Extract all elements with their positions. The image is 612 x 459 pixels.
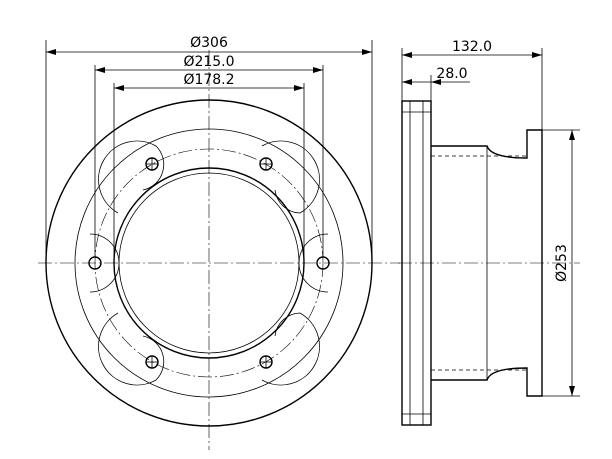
bolt-circle [94,148,324,378]
dim-center-bore: Ø178.2 [113,72,305,263]
hat-profile [431,129,543,397]
dim-bolt-circle: Ø215.0 [94,54,324,257]
friction-ring-section [401,100,432,426]
outer-diameter-label: Ø306 [190,35,228,51]
side-view: 132.0 28.0 Ø253 [398,39,580,426]
bolt-boss [98,140,165,214]
bolt-boss [261,140,320,214]
dim-hat-diameter: Ø253 [542,129,580,397]
bolt-bosses [89,140,329,386]
overall-height-label: 132.0 [452,39,492,55]
bolt-boss [89,233,120,293]
hat-diameter-label: Ø253 [554,244,570,282]
center-bore-label: Ø178.2 [183,72,234,88]
bolt-circle-label: Ø215.0 [183,54,234,70]
bolt-boss [261,312,320,386]
dim-overall-height: 132.0 [401,39,543,130]
bolt-boss [298,233,329,293]
front-view: Ø306 Ø215.0 Ø178.2 [38,35,400,450]
friction-ring-inner-circle [74,128,344,398]
bolt-boss [98,312,165,386]
dim-outer-diameter: Ø306 [45,35,373,263]
dim-disc-thickness: 28.0 [402,66,470,101]
disc-thickness-label: 28.0 [436,66,467,82]
